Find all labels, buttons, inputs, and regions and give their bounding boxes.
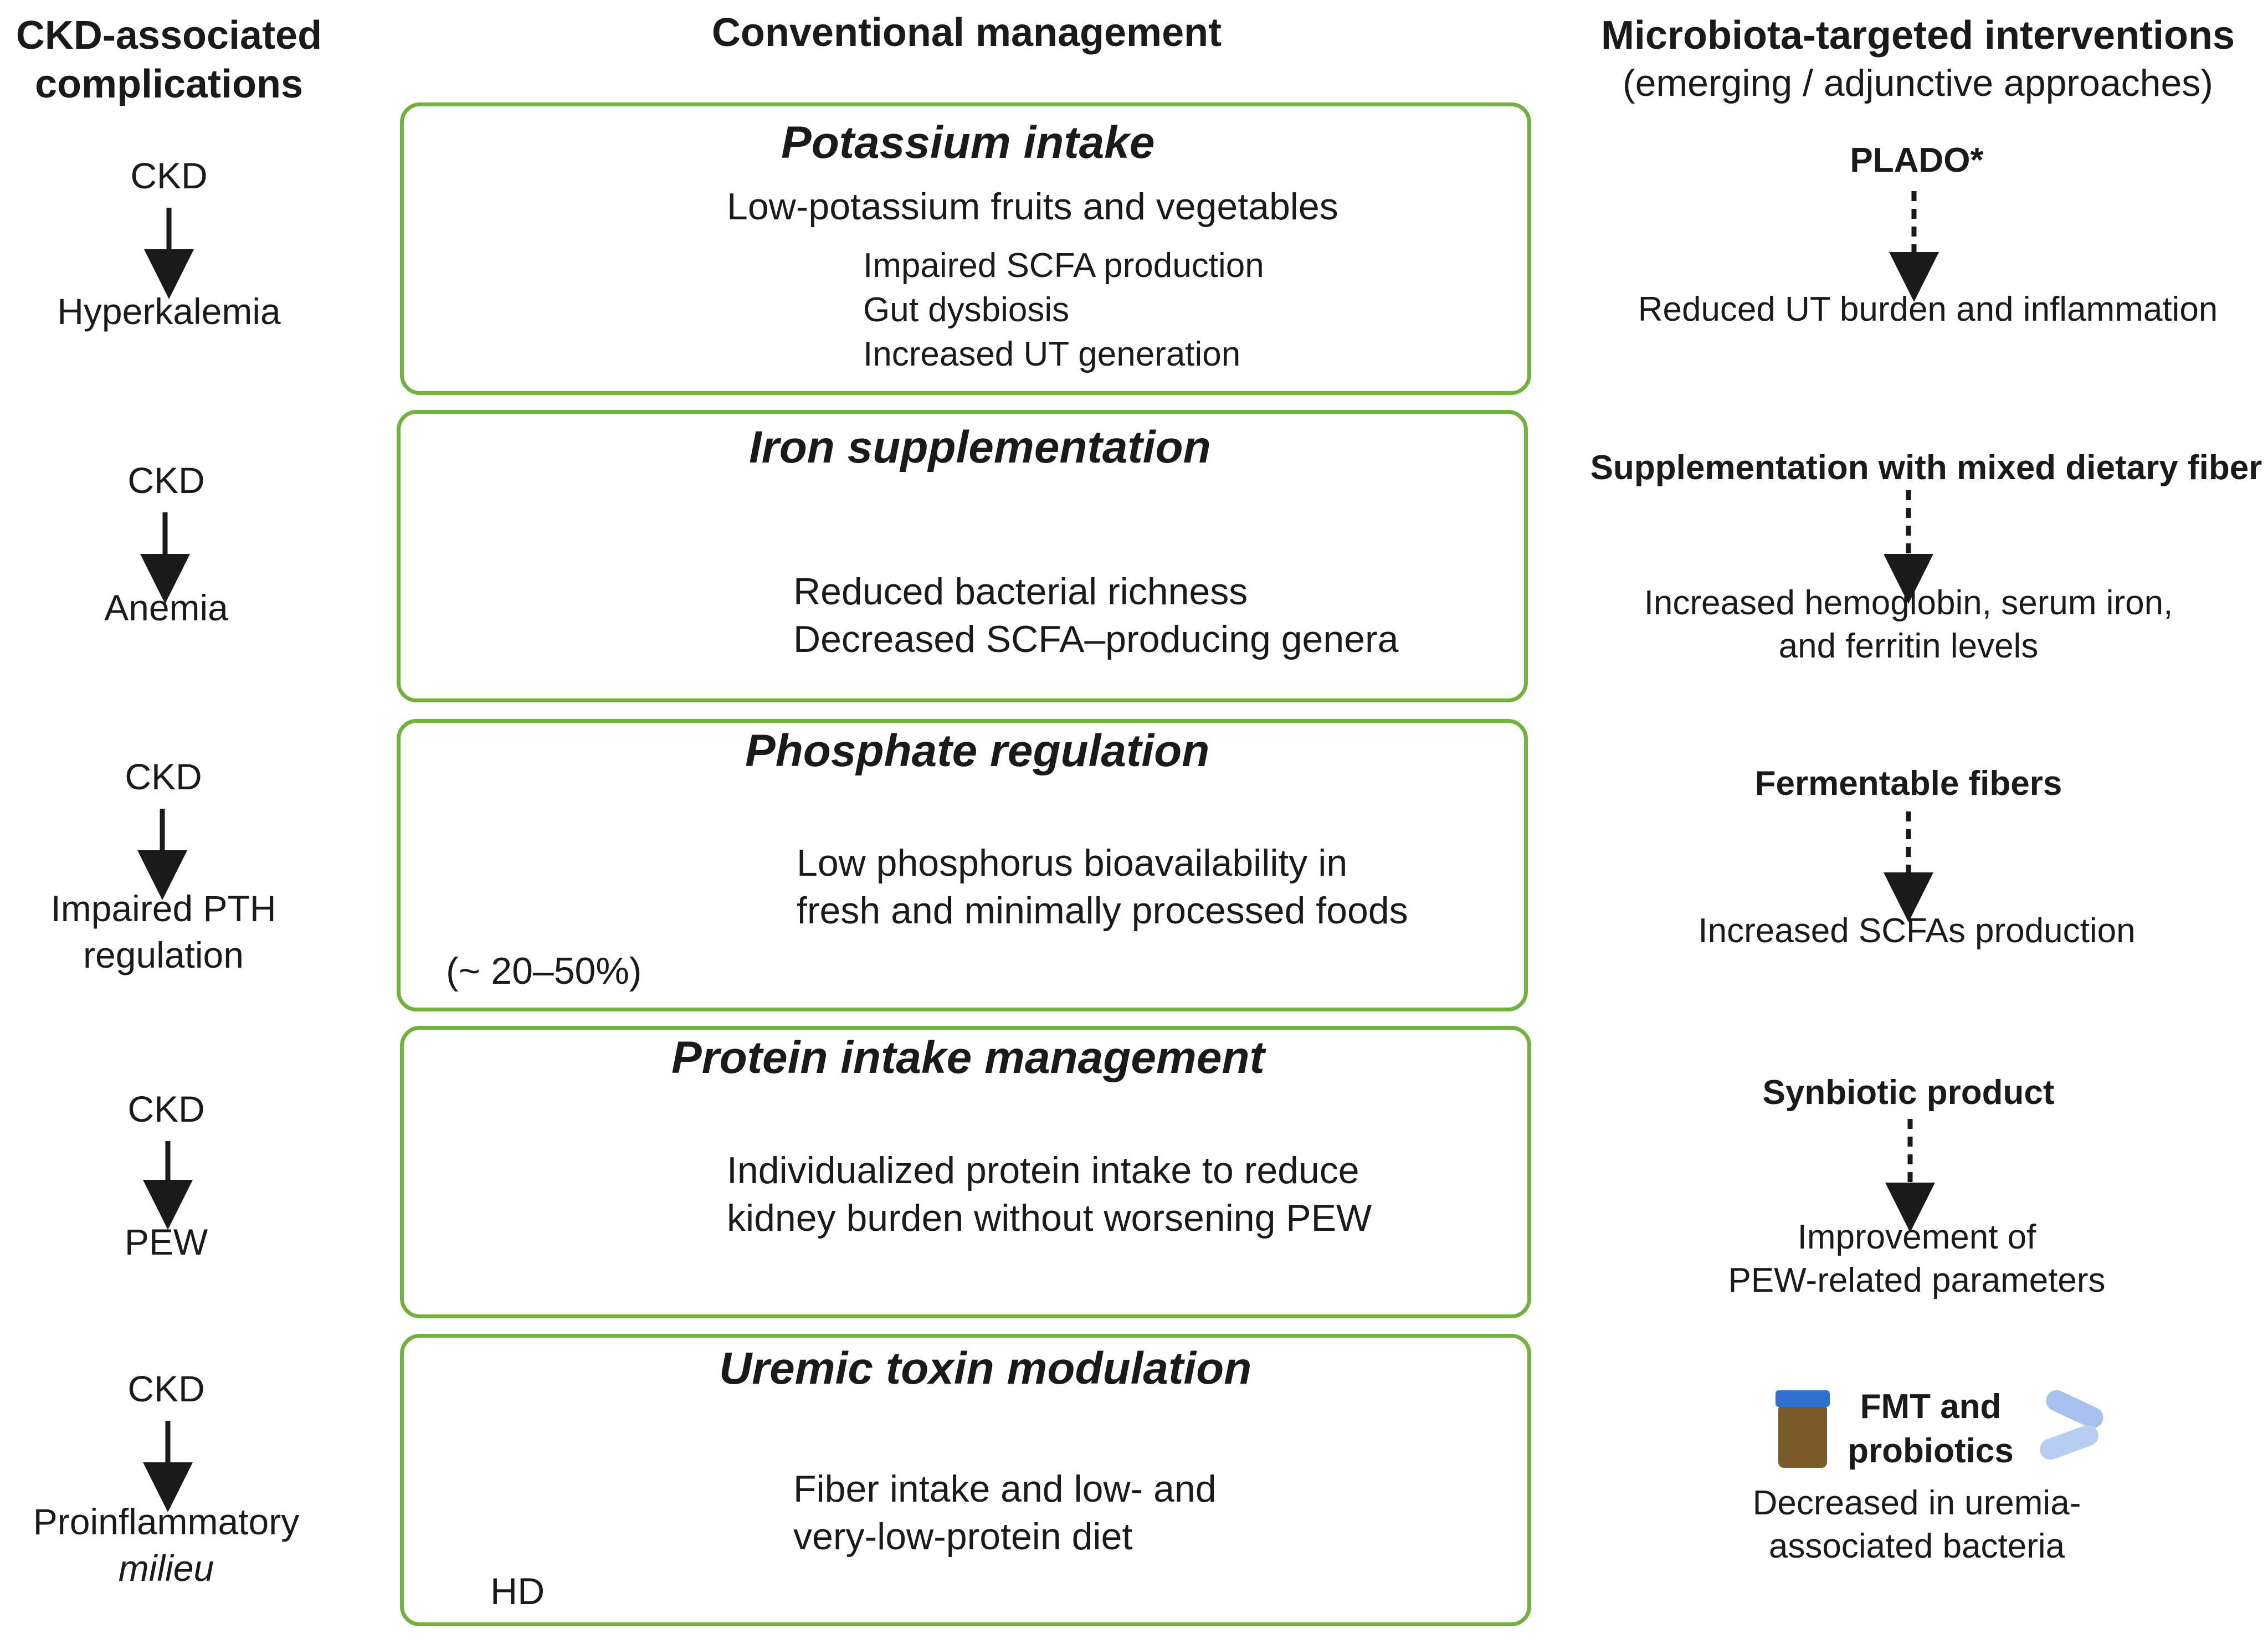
row1-right-outcome: Reduced UT burden and inflammation (1638, 290, 2218, 328)
left-arrows (137, 208, 194, 1512)
protein-intake-box (400, 1026, 1531, 1318)
uremic-main: Fiber intake and low- and very-low-prote… (793, 1465, 1217, 1560)
left-header: CKD-associated complications (0, 11, 338, 109)
row1-left-ckd: CKD (130, 155, 208, 196)
left-header-line1: CKD-associated (16, 13, 322, 58)
uremic-main-line2: very-low-protein diet (793, 1515, 1133, 1558)
row5-right-outcome-line2: associated bacteria (1768, 1527, 2065, 1565)
row5-right-intervention-line1: FMT and (1860, 1388, 2002, 1426)
row1-left-complication: Hyperkalemia (57, 291, 281, 332)
right-header-subtitle: (emerging / adjunctive approaches) (1623, 62, 2213, 104)
potassium-effect-2: Gut dysbiosis (863, 291, 1070, 329)
potassium-intake-main: Low-potassium fruits and vegetables (727, 186, 1338, 228)
row5-left-complication: Proinflammatory milieu (0, 1498, 332, 1591)
row3-left-line2: regulation (83, 934, 244, 975)
row5-left-line1: Proinflammatory (33, 1501, 300, 1542)
row2-right-outcome: Increased hemoglobin, serum iron, and fe… (1595, 582, 2221, 668)
phosphate-main: Low phosphorus bioavailability in fresh … (797, 839, 1408, 934)
row2-right-outcome-line1: Increased hemoglobin, serum iron, (1644, 584, 2173, 622)
right-header: Microbiota-targeted interventions (emerg… (1568, 11, 2268, 106)
probiotic-pills-icon (2040, 1390, 2103, 1460)
protein-main-line2: kidney burden without worsening PEW (727, 1197, 1372, 1239)
row5-right-intervention-line2: probiotics (1848, 1432, 2014, 1470)
phosphate-regulation-box (397, 719, 1528, 1011)
row5-left-line2: milieu (118, 1548, 214, 1589)
uremic-main-line1: Fiber intake and low- and (793, 1468, 1217, 1510)
phosphate-regulation-title: Phosphate regulation (745, 726, 1210, 776)
right-header-title: Microbiota-targeted interventions (1600, 13, 2235, 58)
row3-left-complication: Impaired PTH regulation (0, 885, 327, 978)
iron-effect-1: Reduced bacterial richness (793, 571, 1248, 613)
row2-right-outcome-line2: and ferritin levels (1778, 627, 2039, 665)
potassium-intake-box (400, 102, 1531, 395)
phosphate-main-line1: Low phosphorus bioavailability in (797, 842, 1348, 884)
uremic-toxin-title: Uremic toxin modulation (719, 1343, 1252, 1394)
row3-left-ckd: CKD (125, 756, 202, 797)
row3-right-intervention: Fermentable fibers (1754, 764, 2062, 803)
row5-right-outcome-line1: Decreased in uremia- (1752, 1484, 2081, 1522)
hd-label: HD (490, 1570, 545, 1612)
iron-supplementation-box (397, 410, 1528, 702)
row4-right-outcome-line1: Improvement of (1797, 1218, 2036, 1256)
row2-left-ckd: CKD (127, 460, 205, 501)
potassium-intake-title: Potassium intake (781, 117, 1155, 168)
row3-right-outcome: Increased SCFAs production (1698, 912, 2136, 950)
row4-right-outcome-line2: PEW-related parameters (1728, 1261, 2106, 1299)
uremic-toxin-box (400, 1334, 1531, 1626)
row4-right-outcome: Improvement of PEW-related parameters (1651, 1216, 2183, 1302)
center-header: Conventional management (711, 11, 1222, 55)
left-header-line2: complications (34, 62, 304, 106)
row1-right-intervention: PLADO* (1850, 141, 1984, 179)
row2-left-complication: Anemia (104, 587, 228, 628)
row5-right-intervention: FMT and probiotics (1834, 1385, 2028, 1473)
protein-intake-title: Protein intake management (671, 1032, 1265, 1083)
row5-left-ckd: CKD (127, 1368, 205, 1409)
phosphate-main-line2: fresh and minimally processed foods (797, 890, 1408, 932)
phosphate-note: (~ 20–50%) (446, 950, 642, 992)
row4-left-ckd: CKD (127, 1088, 205, 1129)
row3-left-line1: Impaired PTH (50, 888, 276, 929)
fmt-jar-icon (1776, 1390, 1830, 1468)
row5-right-outcome: Decreased in uremia- associated bacteria (1662, 1482, 2172, 1568)
iron-effect-2: Decreased SCFA–producing genera (793, 618, 1399, 660)
row2-right-intervention: Supplementation with mixed dietary fiber (1590, 449, 2262, 487)
protein-main: Individualized protein intake to reduce … (727, 1147, 1372, 1242)
right-dashed-arrows (1884, 191, 1939, 1232)
row4-left-complication: PEW (124, 1221, 208, 1262)
iron-effects: Reduced bacterial richness Decreased SCF… (793, 568, 1398, 663)
potassium-effects: Impaired SCFA production Gut dysbiosis I… (863, 244, 1264, 377)
iron-supplementation-title: Iron supplementation (749, 422, 1211, 472)
row4-right-intervention: Synbiotic product (1762, 1073, 2055, 1112)
potassium-effect-1: Impaired SCFA production (863, 246, 1264, 285)
potassium-effect-3: Increased UT generation (863, 335, 1241, 373)
protein-main-line1: Individualized protein intake to reduce (727, 1149, 1359, 1191)
